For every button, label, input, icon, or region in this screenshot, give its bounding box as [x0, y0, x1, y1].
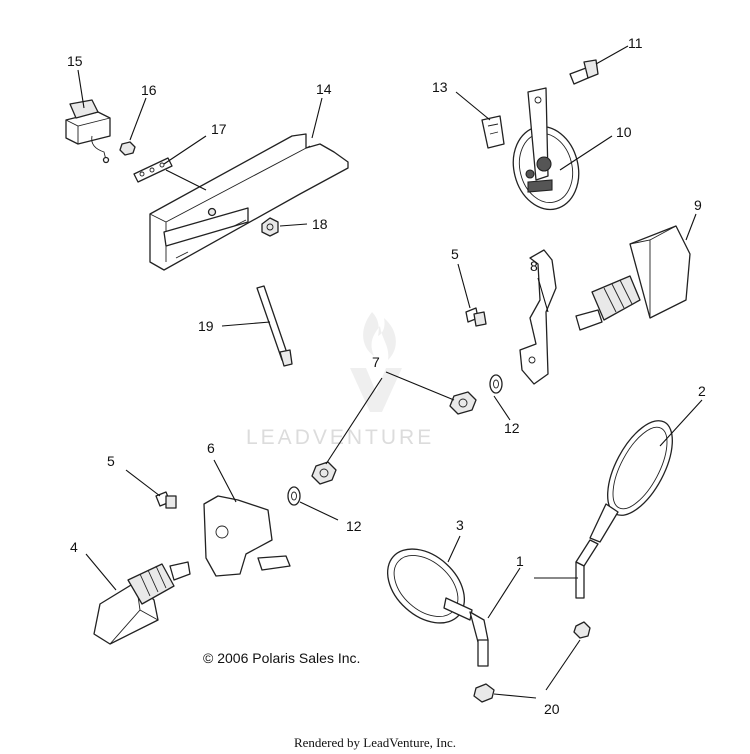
watermark-text: LEADVENTURE	[246, 426, 434, 449]
callout-9: 9	[694, 197, 702, 213]
part-7-nut-upper	[449, 391, 477, 415]
part-5-bolt-lower	[155, 491, 177, 509]
callout-labels: 15 16 17 14 18 19 13 11 10 9 8 5 7 12 2 …	[67, 35, 706, 717]
callout-1: 1	[516, 553, 524, 569]
part-11-bolt	[569, 59, 599, 85]
part-5-bolt-upper	[465, 307, 487, 327]
callout-2: 2	[698, 383, 706, 399]
callout-18: 18	[312, 216, 328, 232]
part-13-clip	[481, 115, 505, 149]
callout-14: 14	[316, 81, 332, 97]
callout-8: 8	[530, 258, 538, 274]
part-18-nut	[261, 217, 279, 237]
part-16-nut	[119, 141, 136, 156]
part-3-mirror	[386, 548, 489, 667]
callout-5-lower: 5	[107, 453, 115, 469]
callout-6: 6	[207, 440, 215, 456]
callout-3: 3	[456, 517, 464, 533]
part-6-bracket	[203, 495, 291, 577]
callout-4: 4	[70, 539, 78, 555]
callout-7: 7	[372, 354, 380, 370]
part-4-turn-signal	[93, 561, 191, 645]
footer-text: Rendered by LeadVenture, Inc.	[293, 735, 457, 750]
part-10-horn	[512, 87, 580, 211]
callout-13: 13	[432, 79, 448, 95]
part-14-bracket	[149, 133, 349, 271]
callout-5-upper: 5	[451, 246, 459, 262]
part-12-washer-upper	[489, 374, 503, 394]
part-12-washer-lower	[287, 486, 301, 506]
callout-11: 11	[628, 35, 643, 51]
callout-15: 15	[67, 53, 83, 69]
part-2-mirror	[575, 420, 673, 599]
callout-16: 16	[141, 82, 157, 98]
part-8-bracket	[519, 249, 557, 385]
part-7-nut-lower	[311, 461, 337, 485]
callout-12-lower: 12	[346, 518, 362, 534]
leader-lines	[77, 45, 703, 699]
callout-20: 20	[544, 701, 560, 717]
copyright-text: © 2006 Polaris Sales Inc.	[203, 650, 361, 666]
part-19-cable-tie	[256, 285, 293, 367]
callout-10: 10	[616, 124, 632, 140]
part-9-turn-signal	[575, 225, 691, 331]
part-17-plate	[133, 157, 173, 183]
callout-19: 19	[198, 318, 214, 334]
part-20-nut-upper	[573, 621, 591, 639]
part-15-license-lamp	[65, 99, 111, 164]
callout-12-upper: 12	[504, 420, 520, 436]
watermark-logo	[350, 312, 402, 412]
callout-17: 17	[211, 121, 227, 137]
part-20-nut-lower	[473, 683, 495, 703]
